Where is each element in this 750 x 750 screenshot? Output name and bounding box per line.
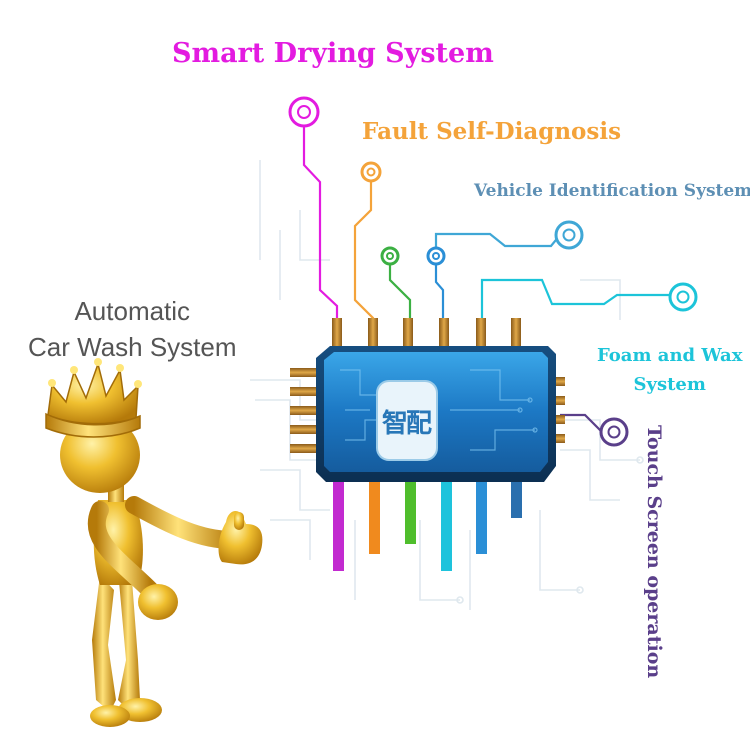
wire-touch <box>560 413 603 432</box>
connector-rings <box>288 96 698 447</box>
label-smart-drying-system: Smart Drying System <box>172 38 494 69</box>
ring-touch <box>599 417 629 447</box>
label-fault-self-diagnosis: Fault Self-Diagnosis <box>362 118 622 145</box>
ring-fault <box>360 161 382 183</box>
ring-foam <box>668 282 698 312</box>
background-circuit-traces <box>250 160 644 610</box>
ring-green <box>380 246 400 266</box>
gold-crowned-figure <box>45 358 263 727</box>
chip-bottom-pins <box>333 478 522 571</box>
wire-fault <box>353 181 375 322</box>
chip-logo-text: 智配 <box>381 408 432 439</box>
ring-blue <box>426 246 446 266</box>
wire-foam <box>480 278 670 322</box>
wire-drying <box>302 127 339 322</box>
label-foam-and-wax-system: Foam and Wax System <box>597 341 742 399</box>
label-vehicle-identification-system: Vehicle Identification System <box>474 181 750 201</box>
ring-vehicle <box>554 220 584 250</box>
microchip-icon <box>316 346 556 482</box>
label-foam-line1: Foam and Wax <box>597 345 743 366</box>
label-auto-line1: Automatic <box>74 296 191 326</box>
label-auto-line2: Car Wash System <box>28 332 237 362</box>
wire-blue1 <box>434 262 445 322</box>
label-touch-screen-operation: Touch Screen operation <box>643 425 665 679</box>
chip-left-pins <box>290 368 326 453</box>
label-foam-line2: System <box>633 374 706 395</box>
wire-vehicle <box>434 232 566 250</box>
chip-top-pins <box>332 318 521 352</box>
wire-green <box>388 265 412 322</box>
label-automatic-car-wash-system: Automatic Car Wash System <box>28 293 237 365</box>
ring-drying <box>288 96 320 128</box>
